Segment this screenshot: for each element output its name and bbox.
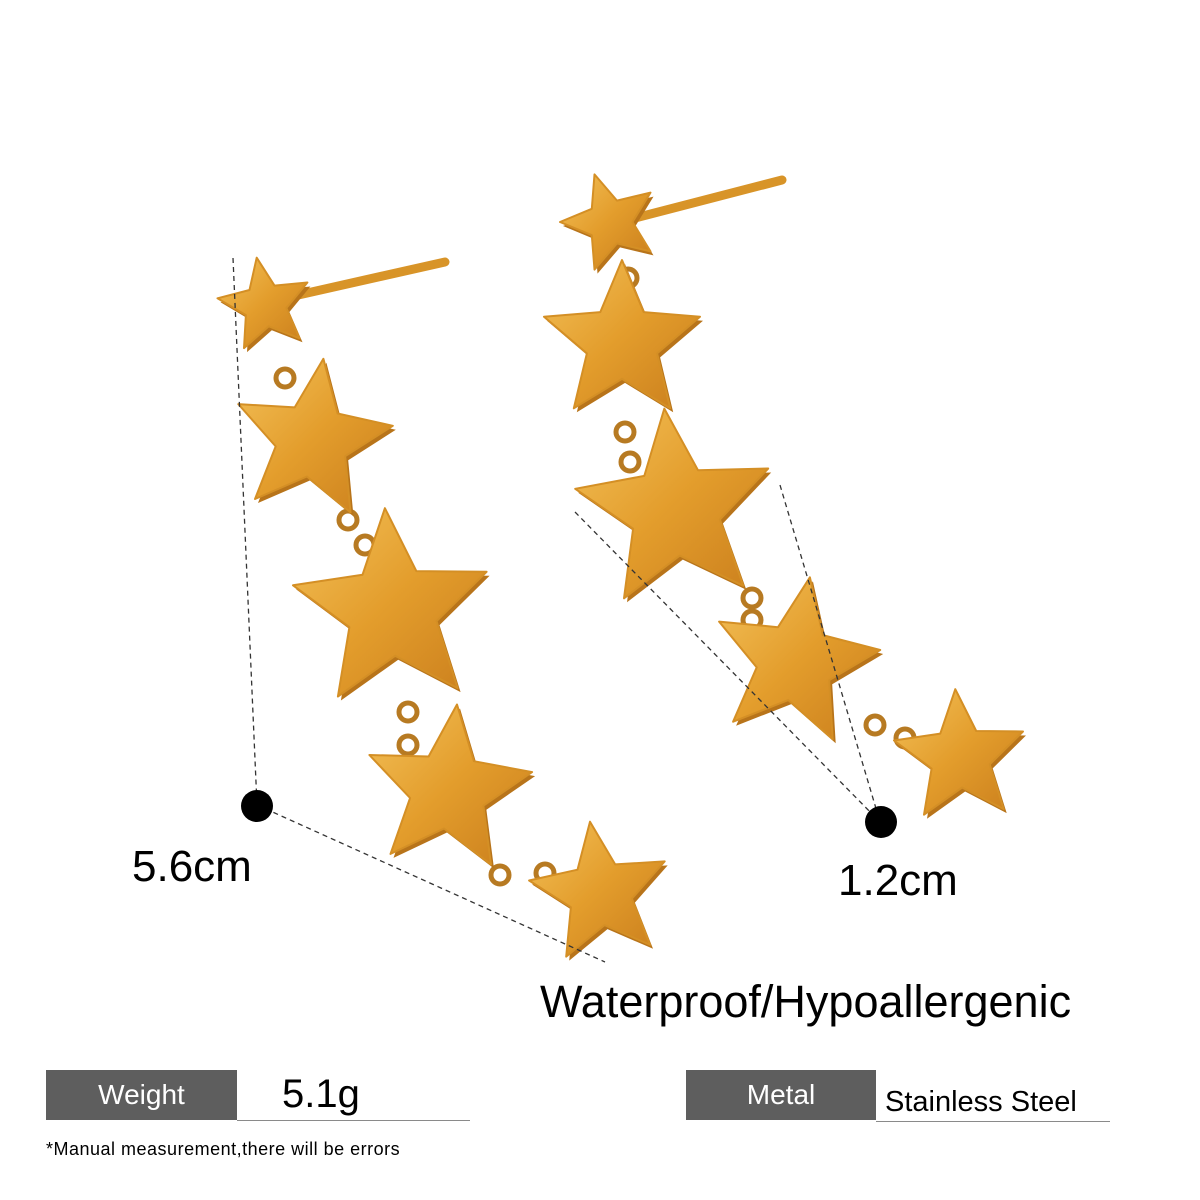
metal-label: Metal [686,1070,876,1120]
metal-underline [876,1121,1110,1122]
feature-text: Waterproof/Hypoallergenic [540,976,1072,1027]
star-charm [237,357,394,514]
star-charm [216,256,309,350]
star-charm [543,259,701,410]
star-charm [368,703,534,866]
length-dot-marker [241,790,273,822]
width-guide-line [779,484,881,823]
star-charm [292,507,488,698]
width-guide-line [574,511,881,823]
width-measurement: 1.2cm [838,856,958,905]
metal-value: Stainless Steel [885,1086,1077,1118]
width-dot-marker [865,806,897,838]
star-charm [893,688,1024,816]
footnote: *Manual measurement,there will be errors [46,1139,401,1159]
weight-value: 5.1g [282,1072,360,1116]
length-guide-line [232,257,258,806]
star-charm [574,407,770,600]
weight-label: Weight [46,1070,237,1120]
length-measurement: 5.6cm [132,842,252,891]
length-guide-line [256,804,606,963]
weight-underline [237,1120,470,1121]
star-charm [528,820,666,958]
star-charm [559,173,652,271]
star-charms [216,173,1026,961]
right-earring-post [630,175,787,223]
left-earring-post [280,257,450,303]
